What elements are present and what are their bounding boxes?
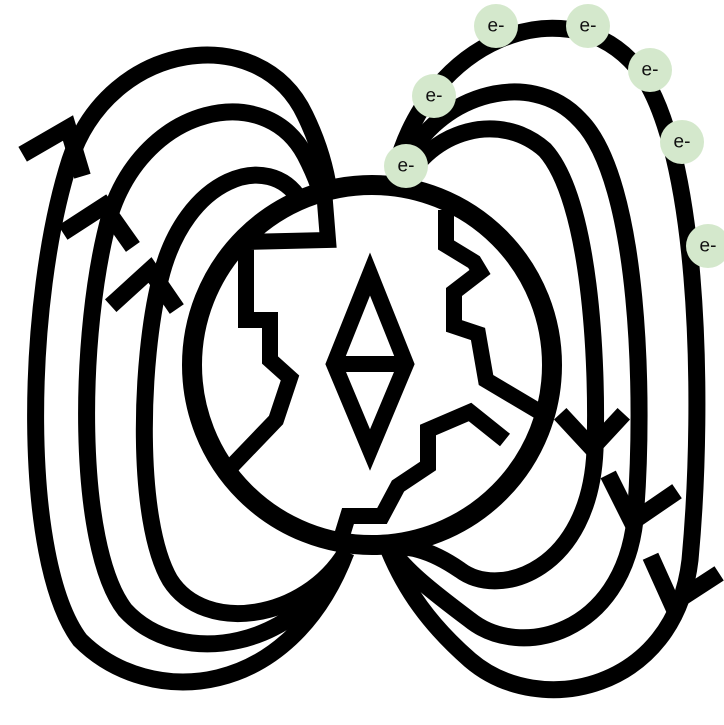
electron-badge: e- — [412, 74, 456, 118]
electron-badge: e- — [384, 144, 428, 188]
electron-label: e- — [426, 86, 443, 107]
electron-label: e- — [700, 236, 717, 257]
earth-globe-icon — [192, 185, 552, 545]
electron-badge: e- — [660, 120, 704, 164]
electron-badge: e- — [566, 4, 610, 48]
electron-label: e- — [398, 156, 415, 177]
electron-label: e- — [580, 16, 597, 37]
arrowhead-icon — [30, 128, 80, 168]
electron-badge: e- — [474, 4, 518, 48]
electron-label: e- — [674, 132, 691, 153]
electron-badge: e- — [628, 48, 672, 92]
electron-label: e- — [488, 16, 505, 37]
electron-label: e- — [642, 60, 659, 81]
